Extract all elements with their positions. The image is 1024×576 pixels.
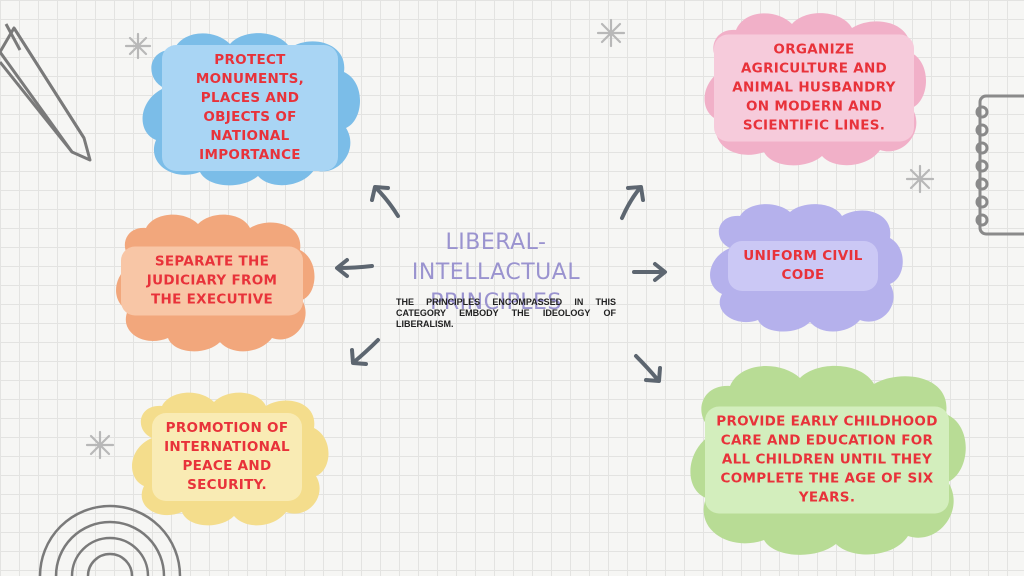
pencil-icon — [0, 23, 92, 162]
diagram-description: THE PRINCIPLES ENCOMPASSED IN THIS CATEG… — [396, 297, 616, 329]
node-monuments: PROTECT MONUMENTS, PLACES AND OBJECTS OF… — [134, 28, 366, 188]
node-text: ORGANIZE AGRICULTURE AND ANIMAL HUSBANDR… — [714, 34, 914, 142]
node-text: SEPARATE THE JUDICIARY FROM THE EXECUTIV… — [121, 246, 303, 316]
diagram-title: LIBERAL-INTELLACTUAL PRINCIPLES — [411, 230, 581, 315]
arrow-to-judiciary — [335, 258, 374, 278]
node-agriculture: ORGANIZE AGRICULTURE AND ANIMAL HUSBANDR… — [696, 8, 932, 168]
node-peace: PROMOTION OF INTERNATIONAL PEACE AND SEC… — [124, 388, 330, 526]
arrow-to-agriculture — [620, 185, 645, 220]
arrow-to-peace — [350, 338, 380, 366]
node-judiciary: SEPARATE THE JUDICIARY FROM THE EXECUTIV… — [108, 210, 316, 352]
node-text: PROMOTION OF INTERNATIONAL PEACE AND SEC… — [152, 413, 302, 501]
rainbow-doodle-icon — [38, 504, 182, 576]
sparkle-icon — [85, 18, 935, 460]
node-text: UNIFORM CIVIL CODE — [728, 241, 878, 291]
node-civil-code: UNIFORM CIVIL CODE — [702, 200, 904, 332]
notebook-icon — [975, 94, 1024, 236]
node-childhood: PROVIDE EARLY CHILDHOOD CARE AND EDUCATI… — [680, 360, 974, 560]
node-text: PROVIDE EARLY CHILDHOOD CARE AND EDUCATI… — [705, 406, 949, 514]
arrow-to-childhood — [634, 354, 662, 383]
arrow-to-monuments — [370, 185, 400, 218]
arrow-to-civil-code — [632, 262, 667, 282]
node-text: PROTECT MONUMENTS, PLACES AND OBJECTS OF… — [162, 45, 338, 171]
